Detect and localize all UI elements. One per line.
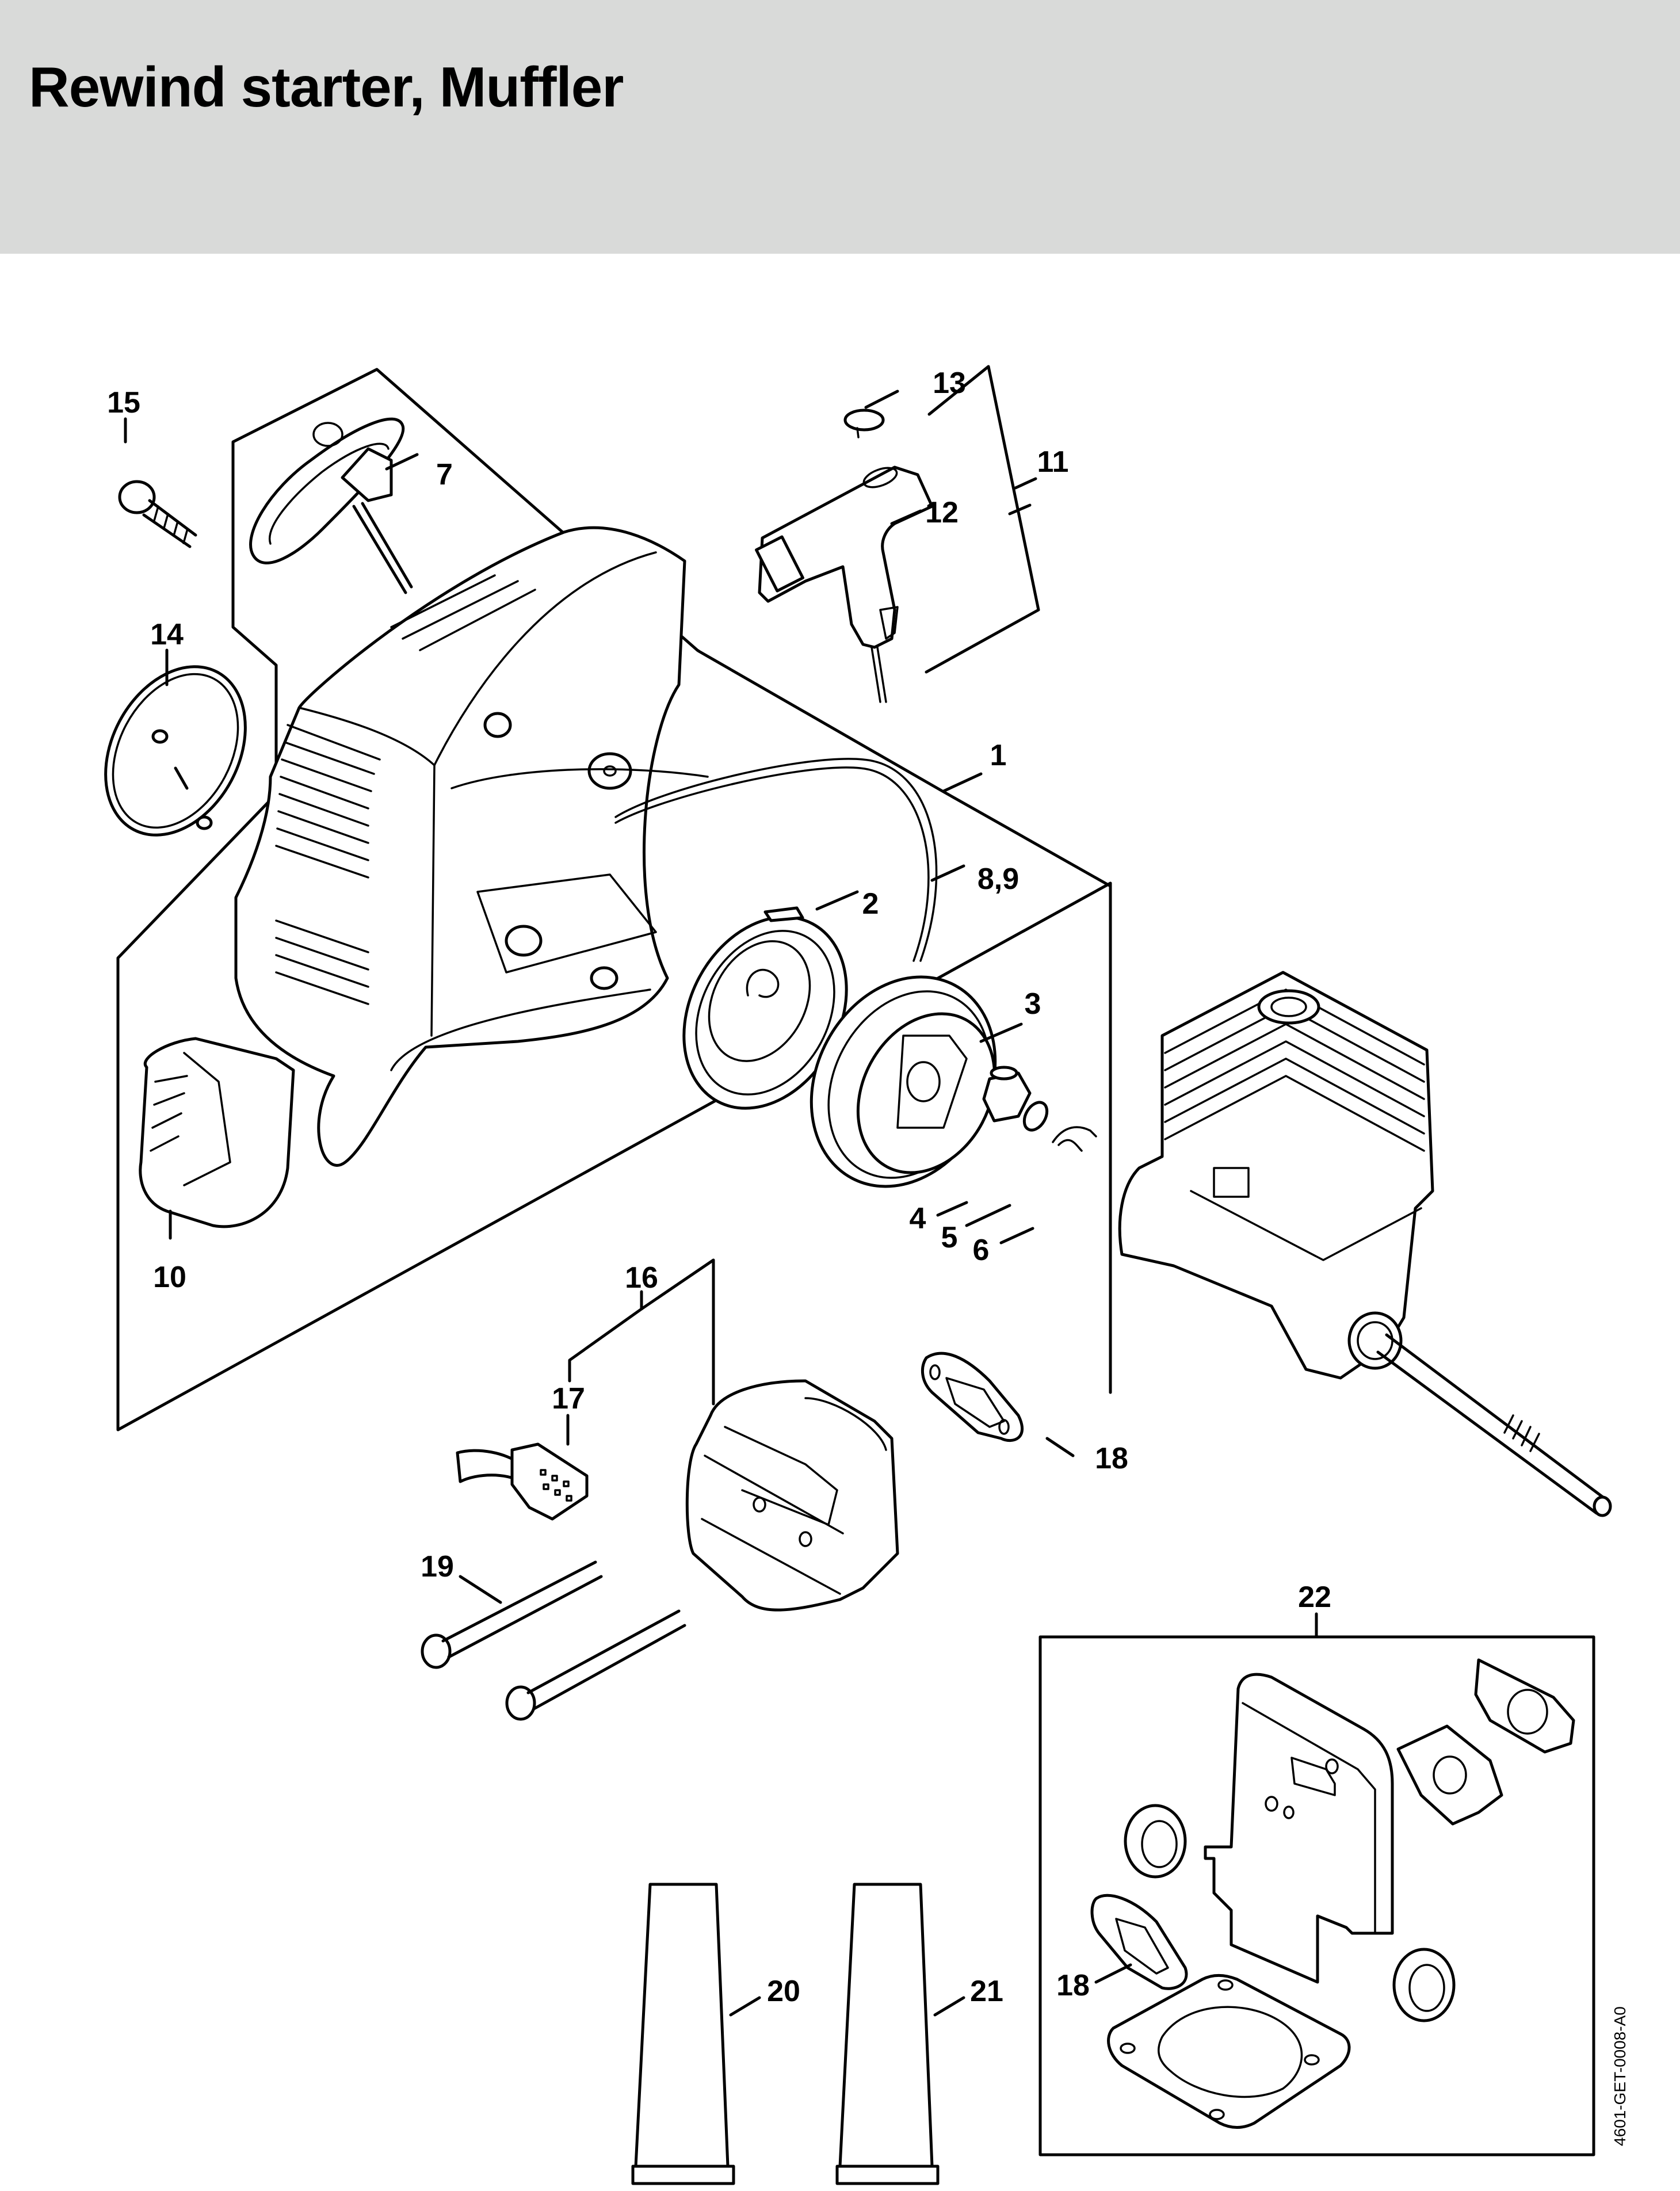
cap-part-13[interactable]: [843, 409, 885, 438]
leader-11: [1014, 477, 1037, 490]
leader-2: [815, 890, 859, 911]
leader-12: [890, 509, 922, 525]
callout-1[interactable]: 1: [990, 739, 1007, 772]
callout-14[interactable]: 14: [150, 618, 184, 651]
spark-arresting-screen-part-17[interactable]: [456, 1442, 589, 1521]
plate-part-14[interactable]: [78, 643, 273, 860]
leader-20: [729, 1996, 761, 2017]
gasket-set-contents[interactable]: [1090, 1658, 1575, 2129]
starter-housing-part-1[interactable]: [234, 526, 709, 1167]
grease-tube-part-21[interactable]: [835, 1883, 940, 2185]
leader-18: [1045, 1437, 1075, 1457]
bracket-11: [925, 365, 1040, 674]
leader-13: [864, 390, 899, 409]
starter-rope-part-8-9[interactable]: [614, 758, 938, 962]
callout-18[interactable]: 18: [1095, 1442, 1128, 1475]
callout-22[interactable]: 22: [1298, 1581, 1331, 1614]
callout-7[interactable]: 7: [436, 458, 453, 491]
callout-13[interactable]: 13: [933, 367, 966, 400]
callout-3[interactable]: 3: [1025, 987, 1041, 1021]
leader-7: [385, 453, 419, 471]
muffler-part-16[interactable]: [685, 1379, 899, 1612]
callout-12[interactable]: 12: [925, 496, 959, 529]
leader-19: [459, 1575, 502, 1604]
starter-grip-part-12[interactable]: [755, 464, 934, 703]
leader-8-9: [930, 864, 965, 882]
callout-8-9[interactable]: 8,9: [978, 862, 1019, 896]
callout-21[interactable]: 21: [970, 1975, 1003, 2008]
callout-4[interactable]: 4: [910, 1202, 926, 1235]
gasket-part-18[interactable]: [921, 1352, 1024, 1442]
pawl-part-4[interactable]: [982, 1066, 1032, 1123]
callout-20[interactable]: 20: [767, 1975, 800, 2008]
starter-grip-part-7[interactable]: [249, 417, 413, 594]
leader-3: [979, 1022, 1023, 1043]
callout-5[interactable]: 5: [941, 1221, 958, 1254]
leader-1: [942, 772, 983, 793]
rope-rotor-part-3[interactable]: [776, 945, 1030, 1219]
engine-reference-drawing: [1118, 971, 1612, 1517]
washer-part-5[interactable]: [1020, 1098, 1051, 1134]
grease-tube-part-20[interactable]: [631, 1883, 735, 2185]
callout-15[interactable]: 15: [107, 386, 140, 419]
leader-21: [933, 1996, 965, 2017]
callout-6[interactable]: 6: [973, 1234, 990, 1267]
callout-10[interactable]: 10: [153, 1261, 186, 1294]
page-title: Rewind starter, Muffler: [29, 55, 624, 119]
cover-part-10[interactable]: [139, 1037, 295, 1228]
callout-19[interactable]: 19: [421, 1550, 454, 1583]
spring-clip-part-6[interactable]: [1052, 1126, 1097, 1152]
screw-part-19[interactable]: [421, 1560, 686, 1721]
document-id: 4601-GET-0008-A0: [1611, 2006, 1629, 2146]
leader-5: [965, 1204, 1011, 1227]
callout-17[interactable]: 17: [552, 1382, 585, 1415]
leader-18-in-set: [1094, 1963, 1132, 1984]
callout-16[interactable]: 16: [625, 1261, 658, 1295]
callout-2[interactable]: 2: [862, 887, 879, 921]
screw-part-15[interactable]: [118, 480, 197, 548]
page-header: Rewind starter, Muffler: [0, 0, 1680, 254]
leader-4: [936, 1201, 968, 1217]
leader-6: [999, 1227, 1034, 1245]
callout-11[interactable]: 11: [1037, 445, 1069, 479]
leader-11b: [1008, 503, 1032, 516]
callout-18-in-set[interactable]: 18: [1056, 1969, 1090, 2002]
